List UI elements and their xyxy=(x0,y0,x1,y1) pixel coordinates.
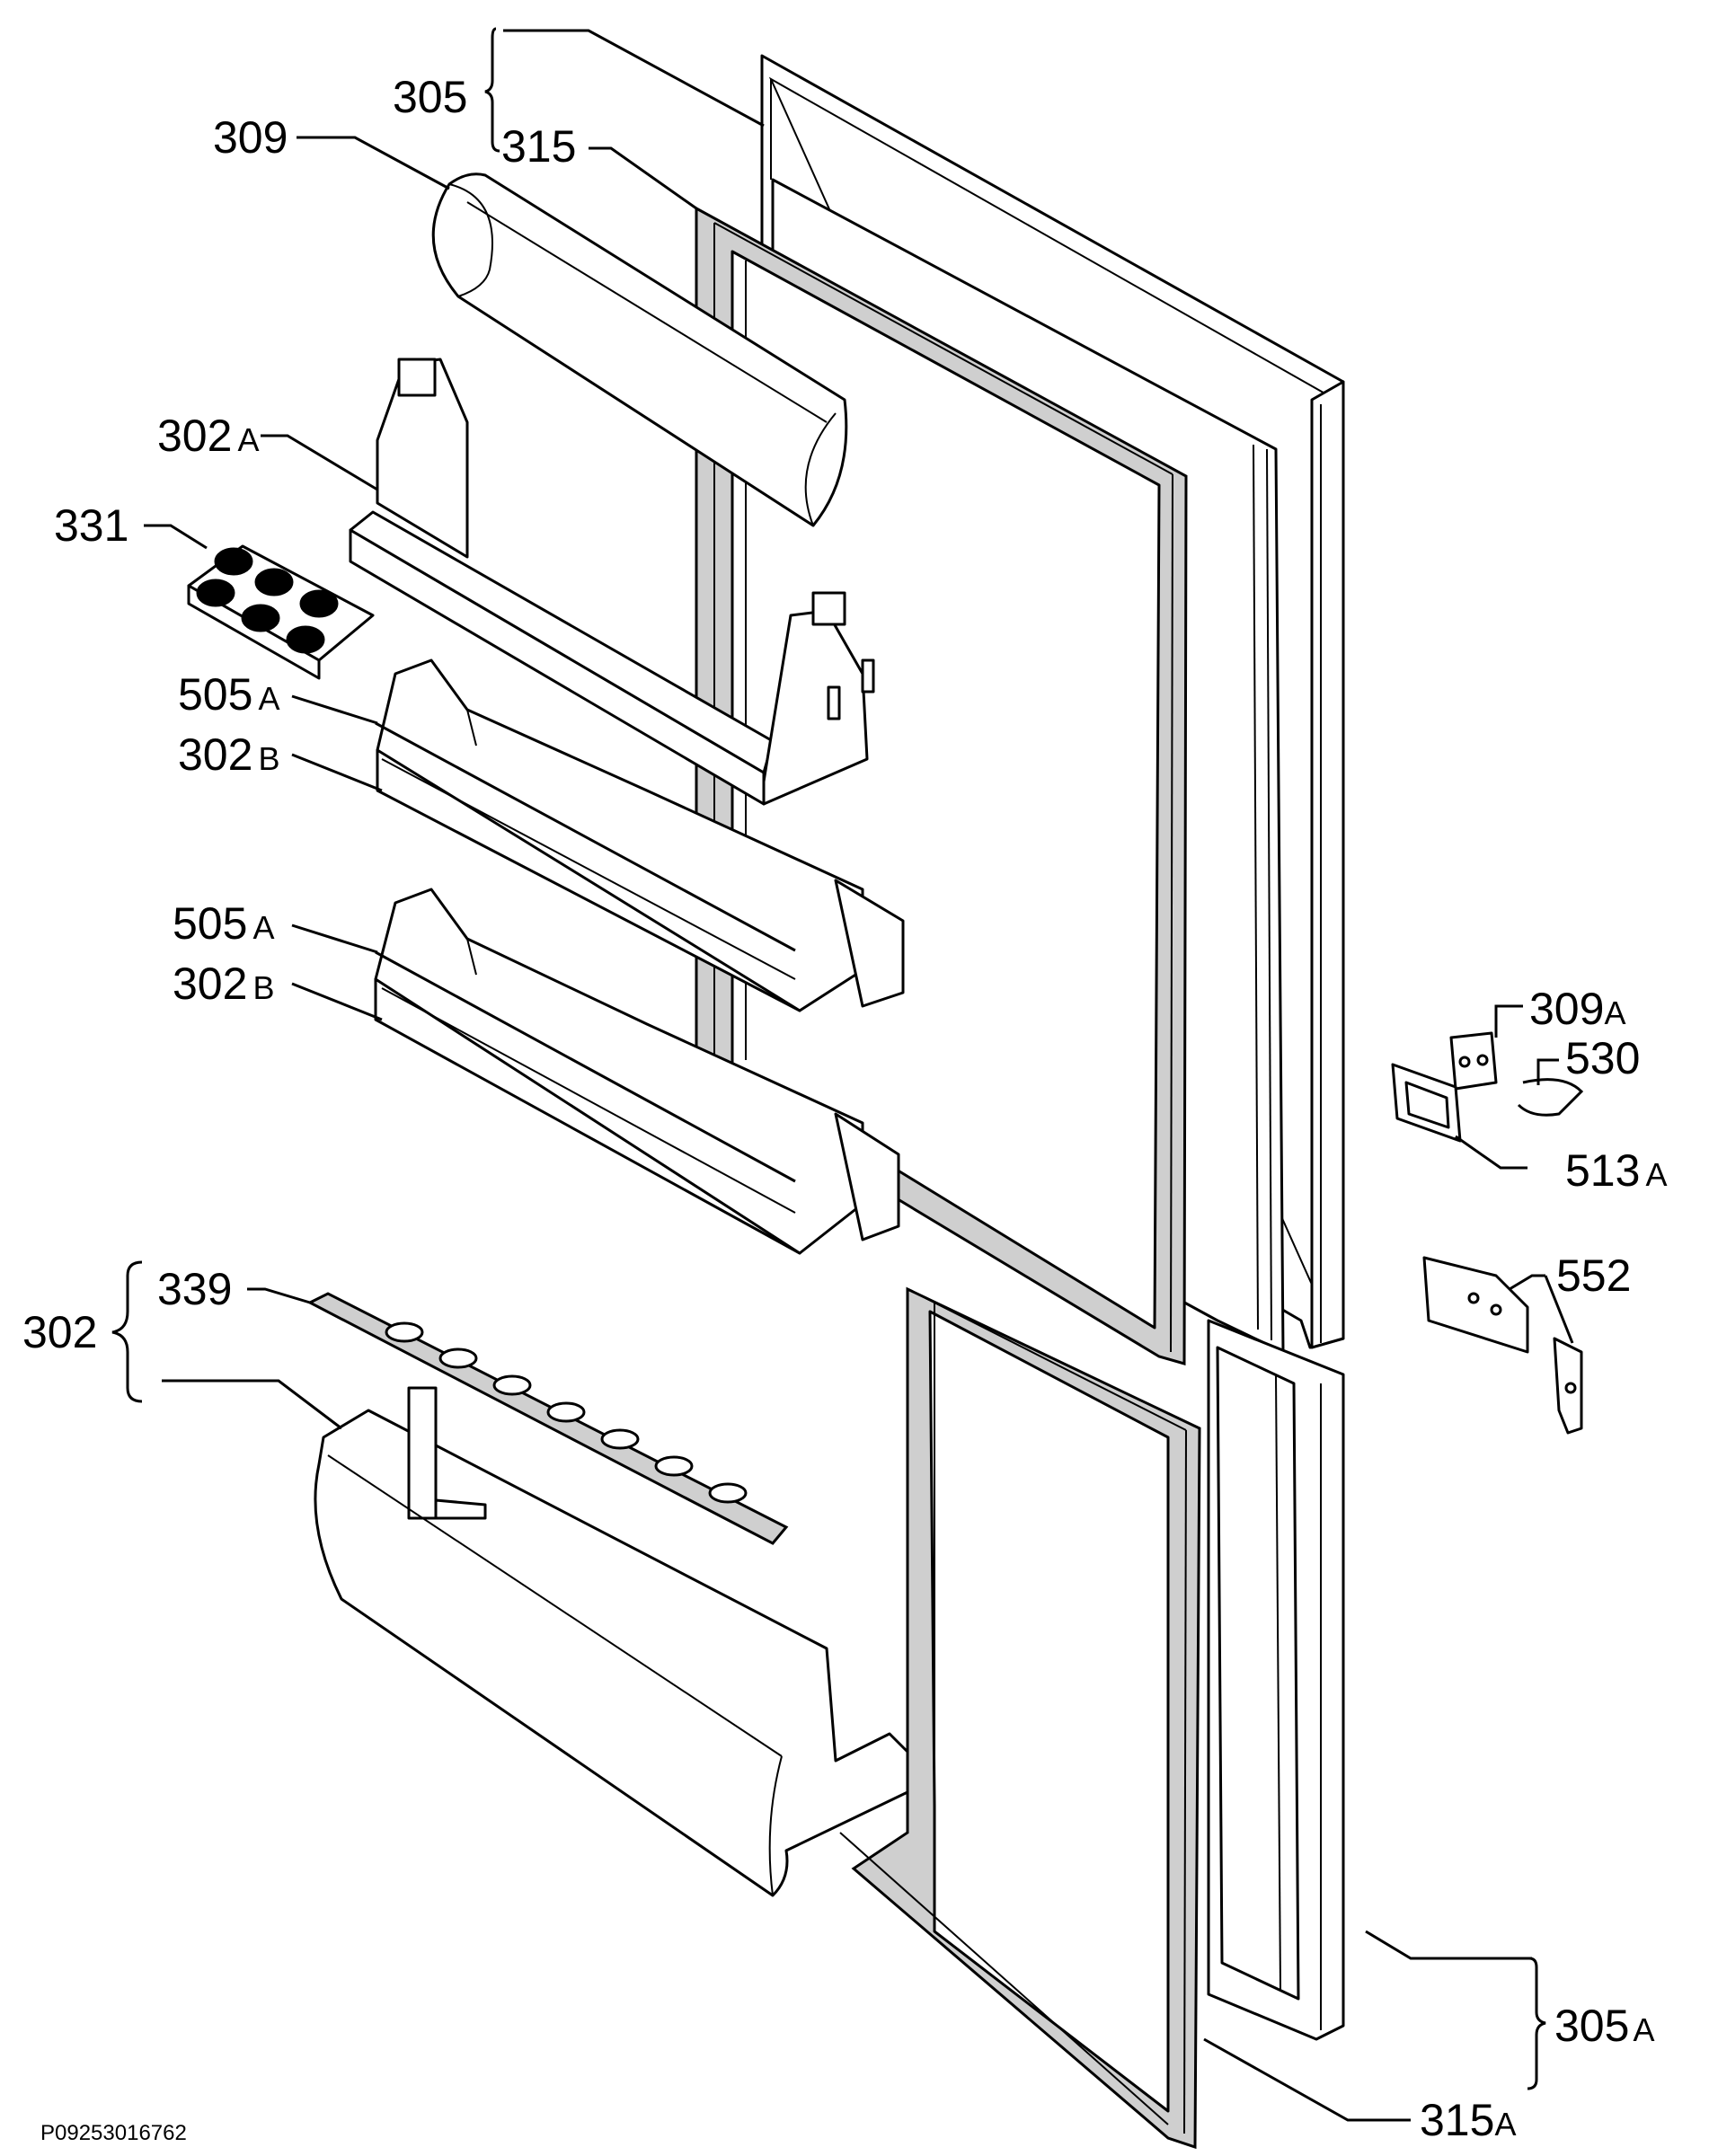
lower-door-gasket xyxy=(839,1286,1201,2150)
label-305: 305 xyxy=(393,72,467,122)
label-315a: 315A xyxy=(1420,2095,1516,2145)
leader-lines xyxy=(144,29,1574,2122)
part-309-shelf-cover xyxy=(431,172,848,527)
brace-305a xyxy=(1527,1957,1546,2090)
part-552-hinge-plate xyxy=(1422,1256,1583,1435)
lower-door-panel xyxy=(1207,1319,1345,2041)
label-302: 302 xyxy=(22,1307,97,1357)
part-302-bottle-bin xyxy=(314,1386,909,1897)
brace-302 xyxy=(111,1260,143,1403)
label-309a: 309A xyxy=(1529,984,1625,1034)
part-530-clip xyxy=(1517,1078,1584,1117)
part-302b-door-shelf-2 xyxy=(374,888,900,1255)
part-339-strip xyxy=(306,1292,789,1545)
part-309a-hinge-cover xyxy=(1449,1031,1498,1091)
label-339: 339 xyxy=(157,1264,232,1314)
part-513a-hinge-bracket xyxy=(1391,1063,1462,1143)
drawing-code: P09253016762 xyxy=(40,2121,187,2145)
label-309: 309 xyxy=(213,112,288,163)
label-530: 530 xyxy=(1565,1033,1640,1083)
part-331-egg-tray xyxy=(187,544,375,680)
label-331: 331 xyxy=(54,500,128,551)
part-302b-door-shelf-1 xyxy=(375,658,905,1012)
part-302a-door-shelf xyxy=(349,358,875,806)
label-315: 315 xyxy=(501,121,576,172)
label-552: 552 xyxy=(1556,1250,1631,1301)
brace-305 xyxy=(484,27,500,153)
